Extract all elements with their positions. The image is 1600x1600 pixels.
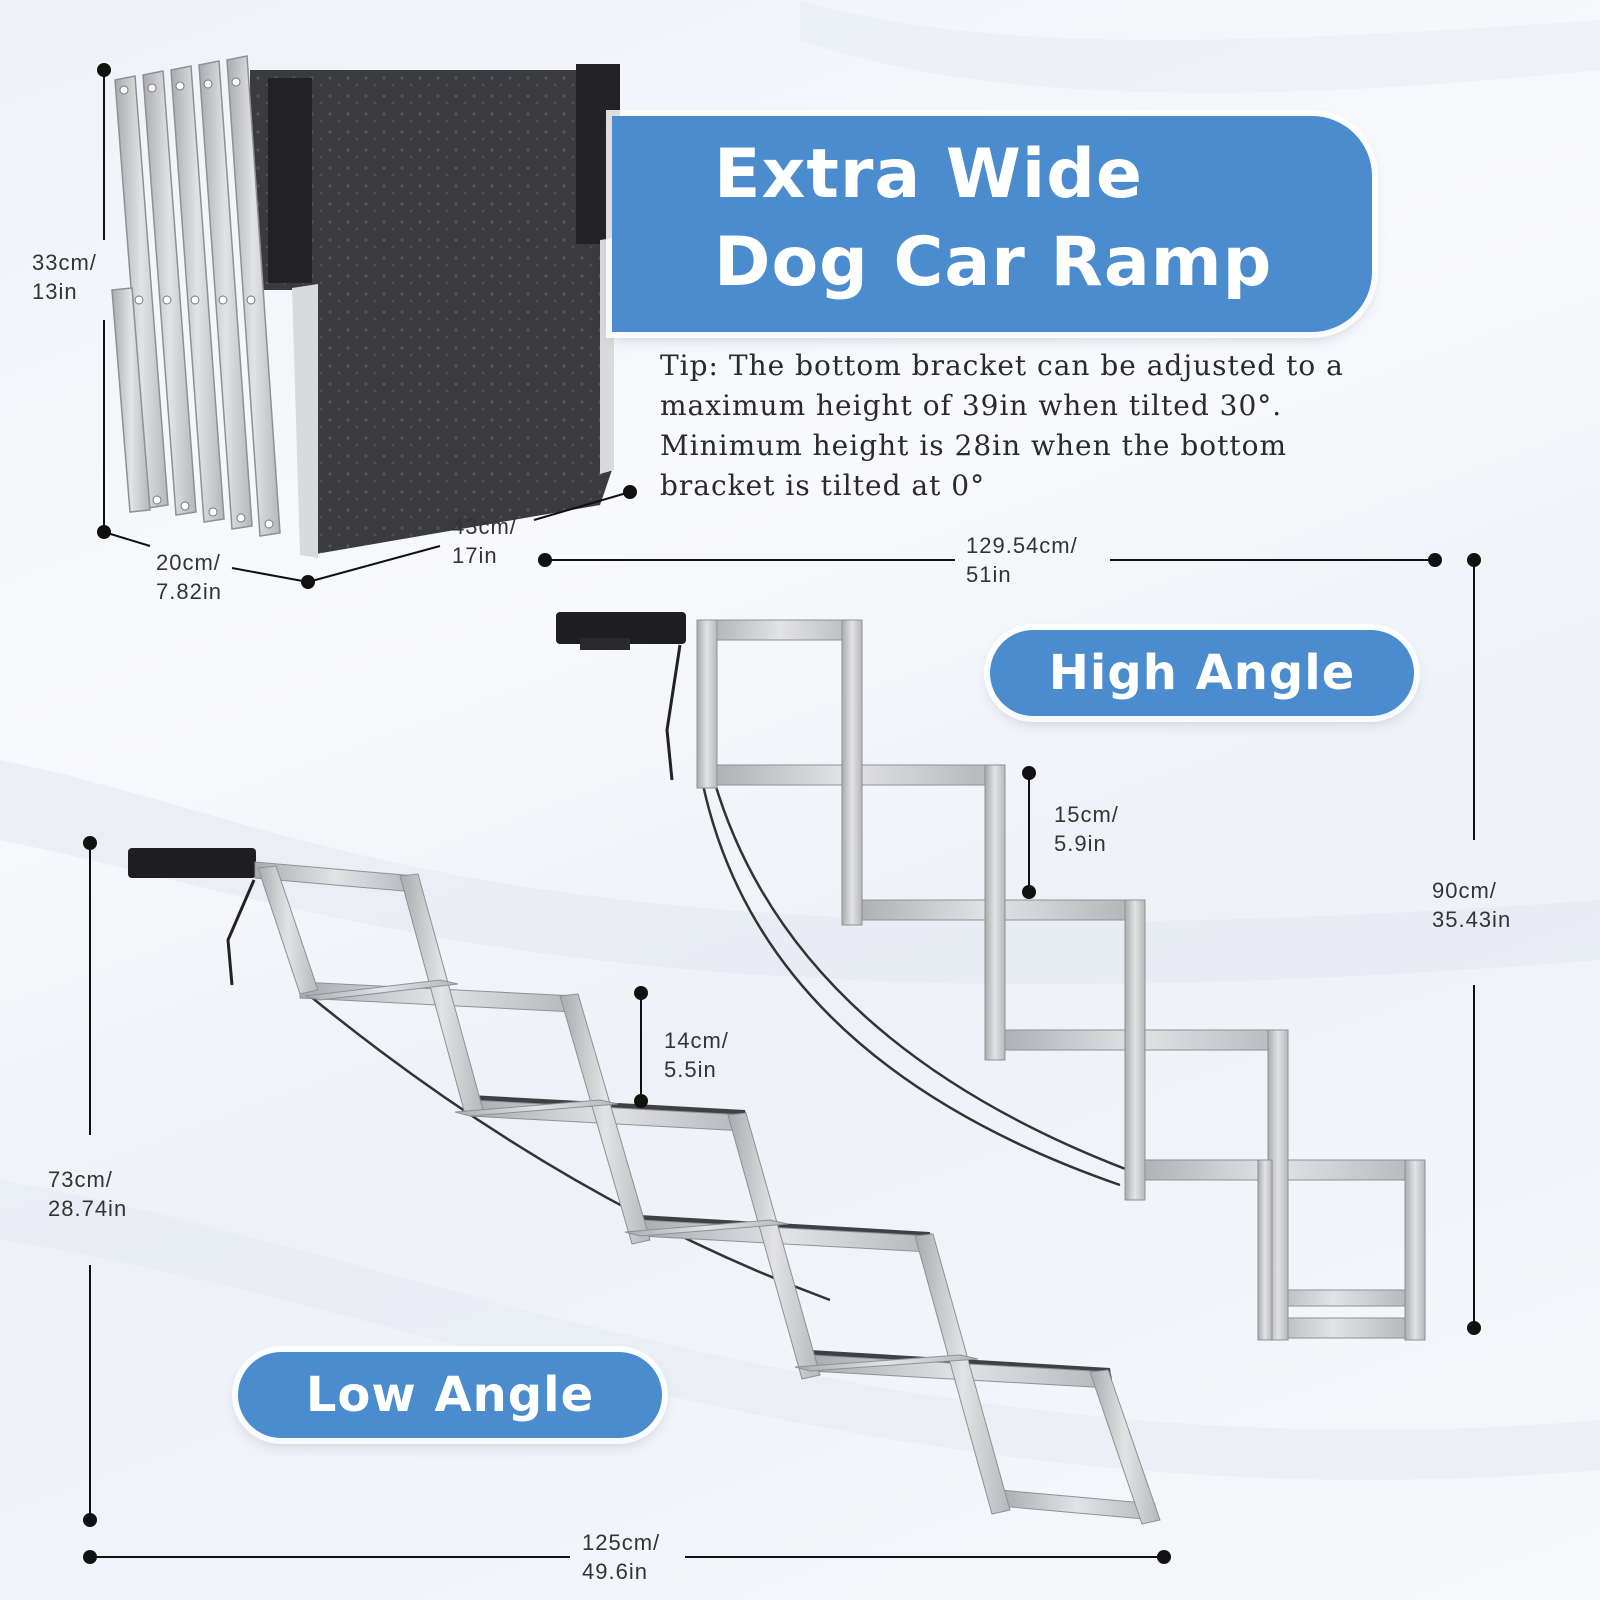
dim-cm: 90cm/ [1432, 878, 1497, 903]
dim-cm: 43cm/ [452, 514, 517, 539]
tip-line: maximum height of 39in when tilted 30°. [660, 389, 1283, 422]
dim-cm: 15cm/ [1054, 802, 1119, 827]
dim-cm: 20cm/ [156, 550, 221, 575]
tip-line: bracket is tilted at 0° [660, 469, 986, 502]
low-step-label: 14cm/ 5.5in [664, 1026, 729, 1084]
high-step-label: 15cm/ 5.9in [1054, 800, 1119, 858]
dim-in: 13in [32, 279, 78, 304]
high-length-label: 129.54cm/ 51in [966, 531, 1078, 589]
tip-line: Minimum height is 28in when the bottom [660, 429, 1288, 462]
low-angle-label: Low Angle [305, 1367, 595, 1423]
tip-line: Tip: The bottom bracket can be adjusted … [660, 349, 1344, 382]
high-angle-ramp [556, 612, 1426, 1341]
folded-width-label: 43cm/ 17in [452, 512, 517, 570]
dim-cm: 73cm/ [48, 1167, 113, 1192]
low-height-label: 73cm/ 28.74in [48, 1165, 127, 1223]
dim-in: 28.74in [48, 1196, 128, 1221]
high-height-label: 90cm/ 35.43in [1432, 876, 1511, 934]
dim-in: 49.6in [582, 1559, 648, 1584]
dim-in: 51in [966, 562, 1012, 587]
dim-in: 5.9in [1054, 831, 1107, 856]
folded-depth-label: 20cm/ 7.82in [156, 548, 222, 606]
tip-text: Tip: The bottom bracket can be adjusted … [660, 346, 1420, 506]
dim-cm: 129.54cm/ [966, 533, 1078, 558]
dim-cm: 14cm/ [664, 1028, 729, 1053]
dim-in: 35.43in [1432, 907, 1512, 932]
dim-in: 5.5in [664, 1057, 717, 1082]
background-swoosh [0, 0, 1600, 1480]
dimension-lines [83, 63, 1481, 1564]
dim-in: 7.82in [156, 579, 222, 604]
high-angle-badge: High Angle [990, 630, 1414, 716]
title-line-1: Extra Wide [714, 135, 1144, 214]
dim-in: 17in [452, 543, 498, 568]
low-angle-badge: Low Angle [238, 1352, 662, 1438]
folded-height-label: 33cm/ 13in [32, 248, 97, 306]
title-line-2: Dog Car Ramp [714, 223, 1273, 302]
title-banner [612, 116, 1372, 332]
dim-cm: 33cm/ [32, 250, 97, 275]
dim-cm: 125cm/ [582, 1530, 661, 1555]
high-angle-label: High Angle [1048, 645, 1356, 701]
low-angle-ramp [128, 848, 1161, 1525]
low-length-label: 125cm/ 49.6in [582, 1528, 660, 1586]
folded-ramp [111, 55, 620, 558]
